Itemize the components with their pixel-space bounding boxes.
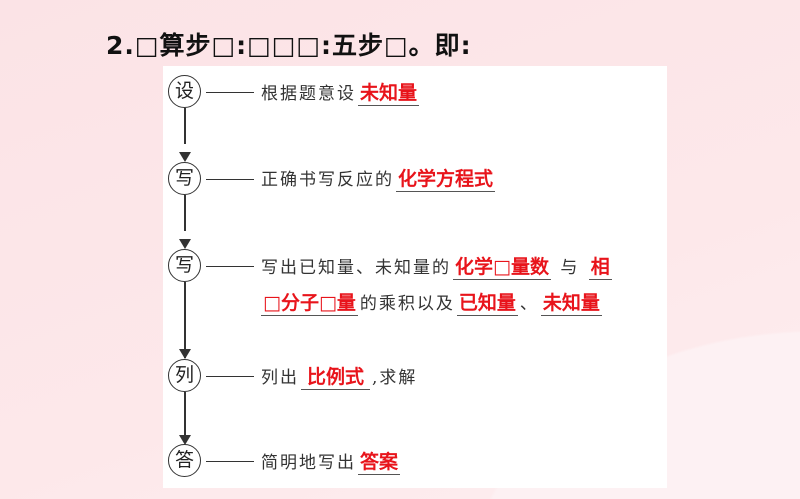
step-circle-xie: 写	[168, 162, 201, 195]
arrow-down-icon	[179, 435, 191, 445]
step-text: 的乘积以及	[359, 294, 455, 314]
step-circle-da: 答	[168, 444, 201, 477]
step-3-line-1: 写出已知量、未知量的化学□量数 与 相	[261, 252, 614, 280]
answer-blank: 未知量	[358, 78, 420, 106]
step-circle-lie: 列	[168, 359, 201, 392]
step-text: 与	[560, 258, 580, 278]
steps-diagram: 设 根据题意设未知量 写 正确书写反应的化学方程式 写 写出已知量、未知量的化学…	[163, 66, 667, 488]
answer-blank: 答案	[358, 447, 401, 475]
dash-line	[206, 179, 254, 181]
connector-line	[184, 108, 186, 144]
step-2: 正确书写反应的化学方程式	[261, 164, 497, 192]
step-circle-she: 设	[168, 75, 201, 108]
answer-blank: 已知量	[456, 288, 518, 316]
answer-blank: 相	[588, 252, 612, 280]
arrow-down-icon	[179, 152, 191, 162]
dash-line	[206, 266, 254, 268]
dash-line	[206, 376, 254, 378]
step-5: 简明地写出答案	[261, 447, 402, 475]
step-4: 列出比例式,求解	[261, 362, 417, 390]
step-text: 根据题意设	[261, 84, 356, 104]
connector-line	[184, 392, 186, 440]
arrow-down-icon	[179, 349, 191, 359]
step-text: 正确书写反应的	[261, 170, 394, 190]
step-3-line-2: □分子□量的乘积以及已知量、未知量	[261, 288, 604, 316]
step-text: 简明地写出	[261, 453, 356, 473]
connector-line	[184, 195, 186, 231]
step-text: 写出已知量、未知量的	[261, 258, 451, 278]
step-1: 根据题意设未知量	[261, 78, 421, 106]
connector-line	[184, 282, 186, 358]
answer-blank: 化学方程式	[396, 164, 496, 192]
section-heading: 2.□算步□:□□□:五步□。即:	[106, 31, 472, 60]
dash-line	[206, 92, 254, 94]
step-text: ,求解	[372, 368, 418, 388]
arrow-down-icon	[179, 239, 191, 249]
answer-blank: 未知量	[540, 288, 602, 316]
dash-line	[206, 461, 254, 463]
answer-blank: □分子□量	[261, 288, 358, 316]
answer-blank: 化学□量数	[453, 252, 551, 280]
step-text: 列出	[261, 368, 299, 388]
answer-blank: 比例式	[301, 362, 371, 390]
step-circle-xie-2: 写	[168, 249, 201, 282]
step-text: 、	[519, 294, 539, 314]
